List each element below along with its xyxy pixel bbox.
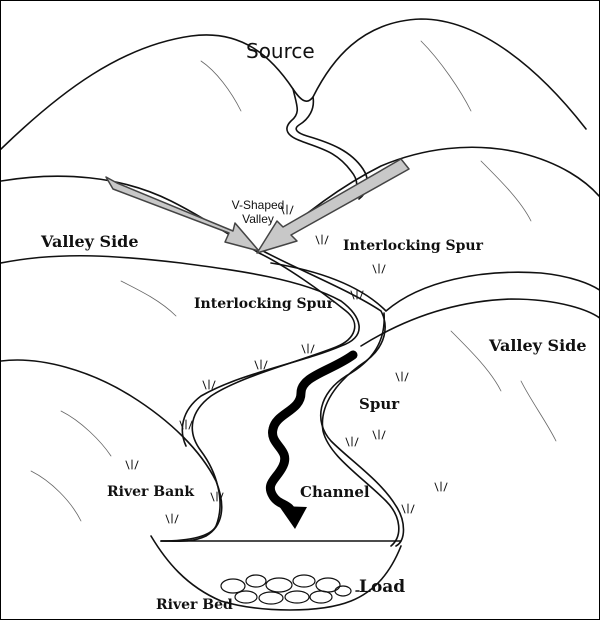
load-label: Load: [359, 577, 406, 597]
v-shape-arrows: [105, 158, 410, 254]
river-bank-label: River Bank: [107, 484, 195, 500]
back-ridge-outline: [1, 18, 587, 150]
channel-label: Channel: [300, 483, 370, 501]
valley-side-left-label: Valley Side: [41, 232, 139, 251]
valley-side-right-label: Valley Side: [489, 336, 587, 355]
grass-tufts: [125, 204, 448, 524]
v-shaped-valley-label: V-Shaped Valley: [223, 199, 293, 225]
right-lower-hill: [360, 298, 599, 347]
left-lower-hill: [1, 359, 223, 543]
v-shaped-valley-line1: V-Shaped: [231, 198, 285, 212]
load-stones: [220, 574, 352, 605]
source-stream: [286, 88, 358, 202]
v-arrow-right: [256, 158, 410, 254]
v-shaped-valley-line2: Valley: [242, 212, 274, 226]
middle-spur-outline: [1, 254, 360, 447]
river-bed-label: River Bed: [156, 597, 233, 613]
channel-flow-arrow: [265, 350, 358, 529]
source-label: Source: [246, 39, 315, 63]
interlocking-spur-middle-label: Interlocking Spur: [194, 296, 334, 312]
spur-label: Spur: [359, 395, 400, 413]
interlocking-spur-upper-label: Interlocking Spur: [343, 238, 483, 254]
hill-shading: [30, 40, 557, 522]
cross-section-valley: [150, 535, 402, 611]
river-channel-left-bank: [160, 252, 356, 542]
right-spur-ridge: [262, 146, 599, 252]
right-valley-hill: [270, 262, 599, 312]
